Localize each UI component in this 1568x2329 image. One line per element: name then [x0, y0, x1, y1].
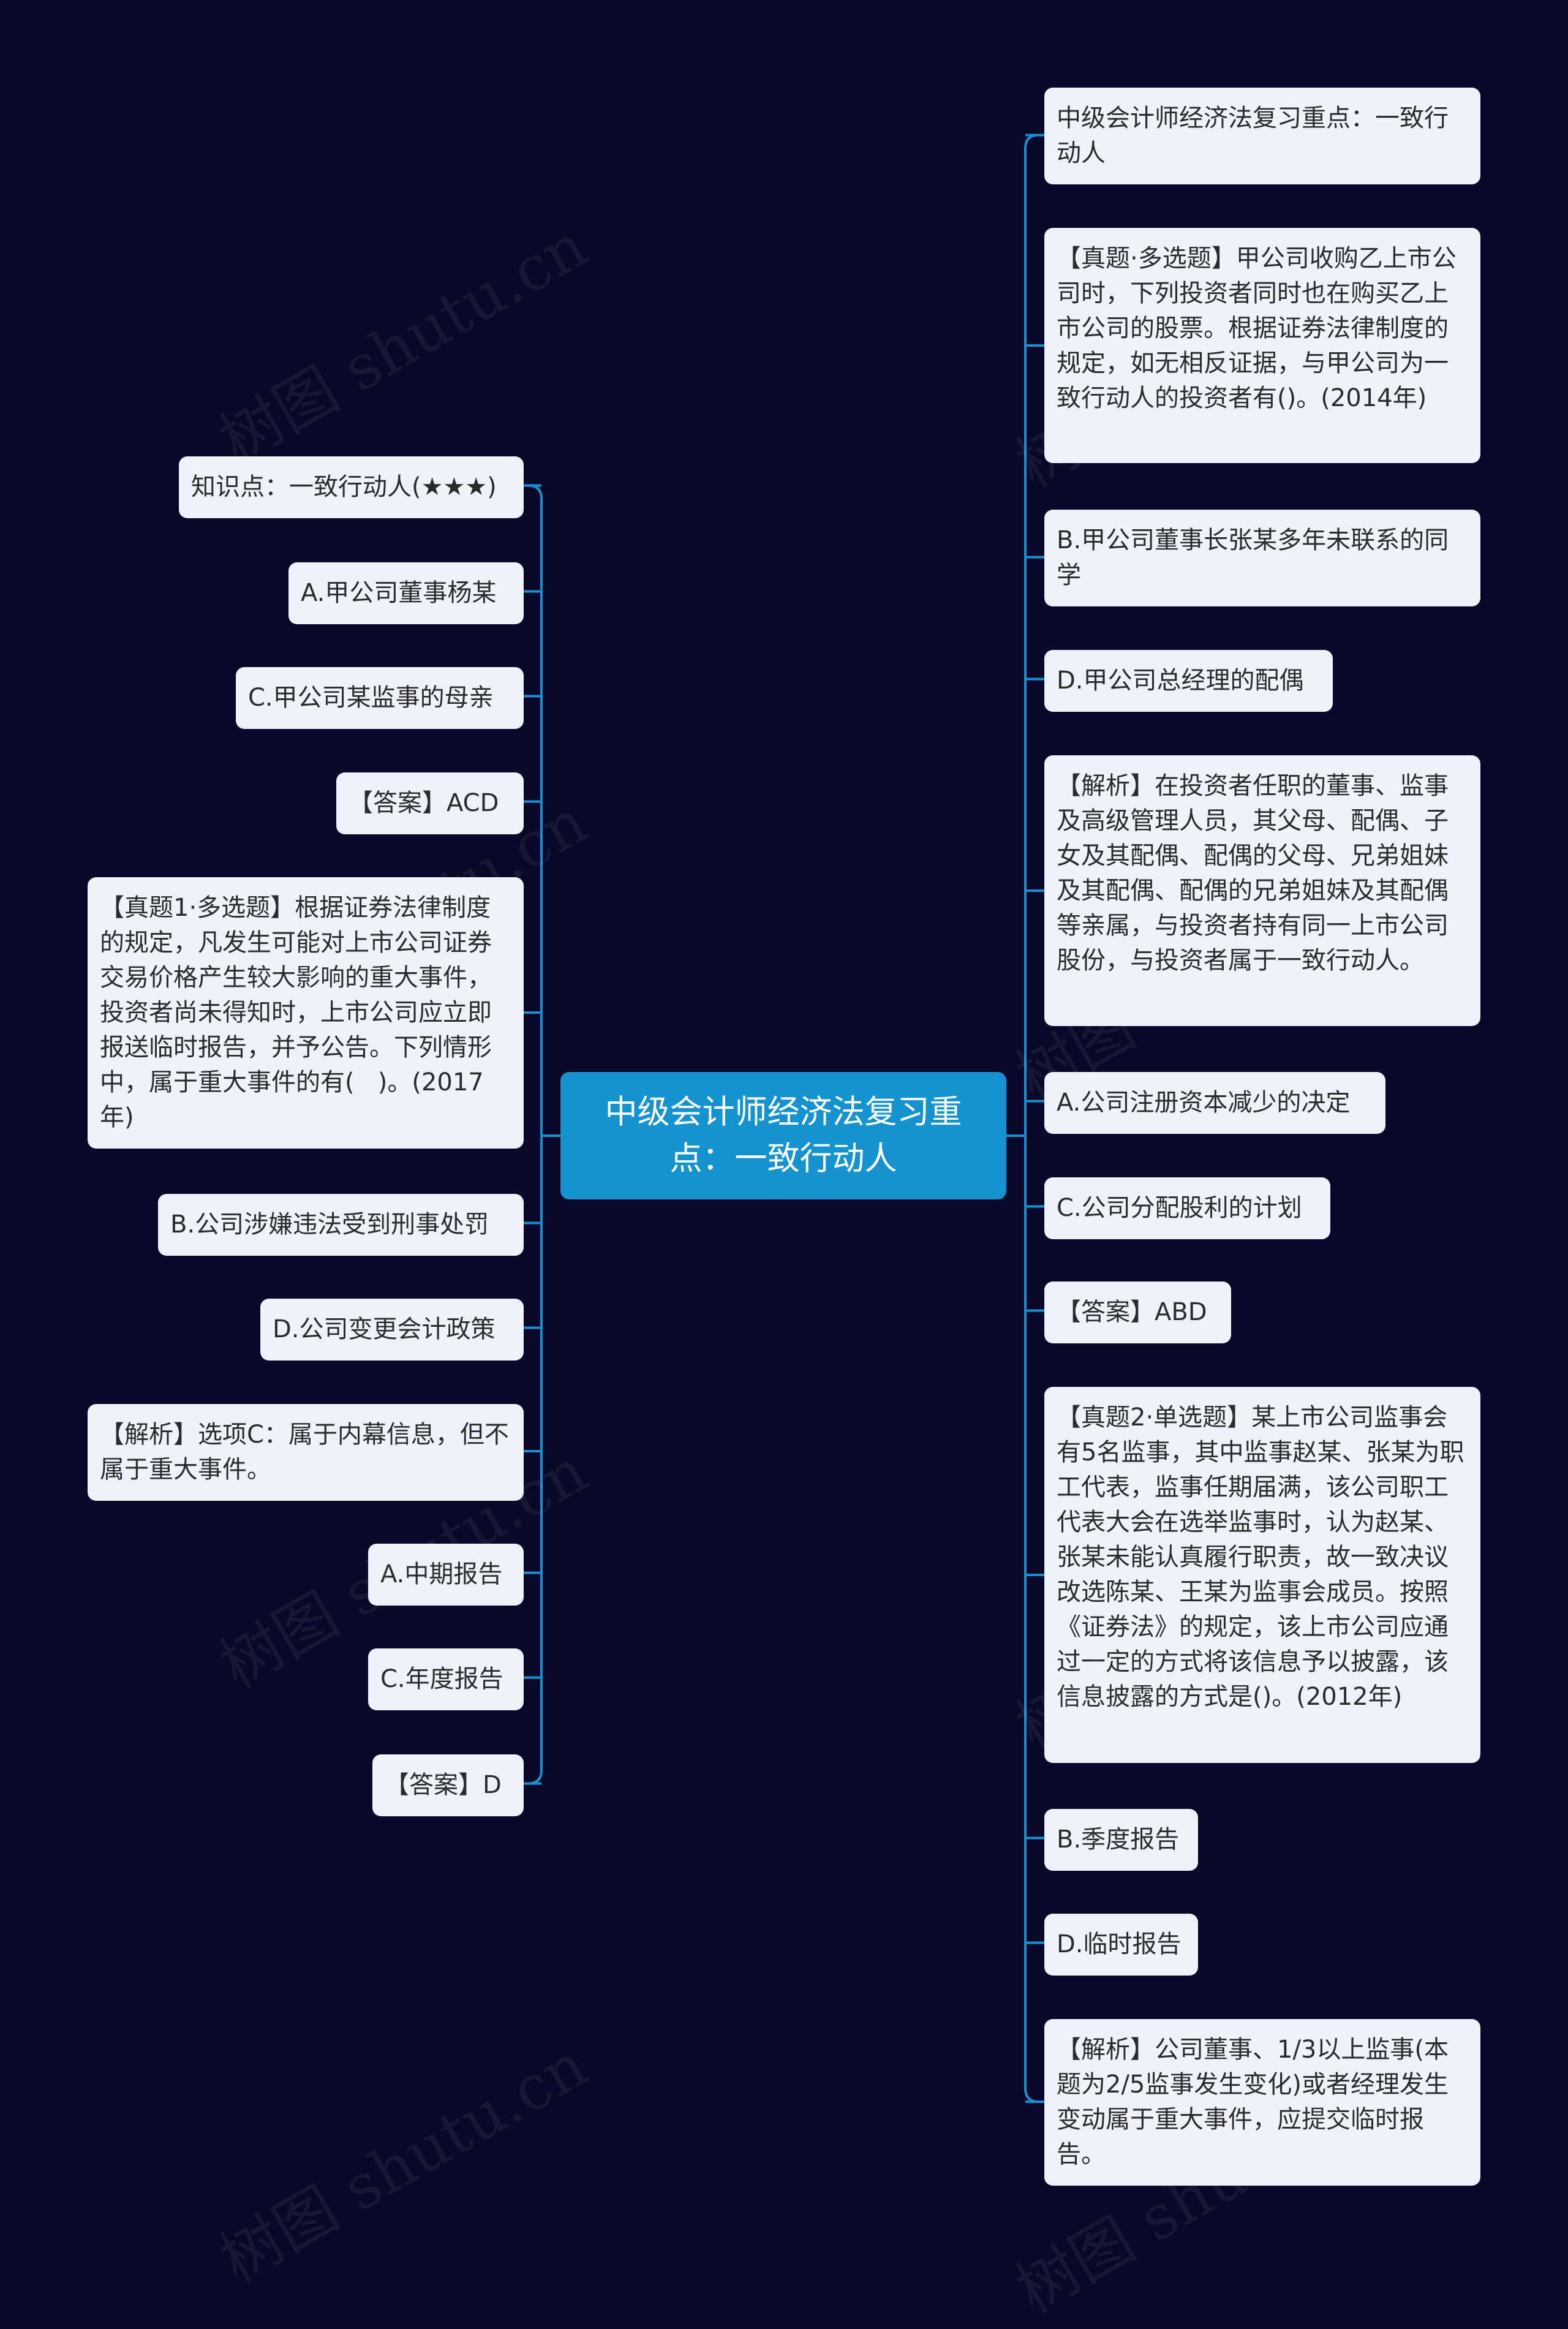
left-node[interactable]: B.公司涉嫌违法受到刑事处罚	[158, 1194, 524, 1256]
right-node[interactable]: 【真题2·单选题】某上市公司监事会有5名监事，其中监事赵某、张某为职工代表，监事…	[1044, 1387, 1480, 1763]
right-node[interactable]: A.公司注册资本减少的决定	[1044, 1072, 1385, 1134]
right-node[interactable]: 【解析】公司董事、1/3以上监事(本题为2/5监事发生变化)或者经理发生变动属于…	[1044, 2019, 1480, 2186]
left-node[interactable]: D.公司变更会计政策	[260, 1299, 524, 1361]
left-node[interactable]: 【答案】ACD	[336, 772, 524, 834]
right-node[interactable]: B.甲公司董事长张某多年未联系的同学	[1044, 510, 1480, 606]
left-node[interactable]: A.中期报告	[368, 1544, 524, 1606]
left-node[interactable]: 【解析】选项C：属于内幕信息，但不属于重大事件。	[88, 1404, 524, 1501]
left-node[interactable]: C.甲公司某监事的母亲	[236, 667, 524, 729]
left-node[interactable]: 【真题1·多选题】根据证券法律制度的规定，凡发生可能对上市公司证券交易价格产生较…	[88, 877, 524, 1149]
right-node[interactable]: B.季度报告	[1044, 1809, 1198, 1871]
right-node[interactable]: 【真题·多选题】甲公司收购乙上市公司时，下列投资者同时也在购买乙上市公司的股票。…	[1044, 228, 1480, 463]
right-node[interactable]: D.甲公司总经理的配偶	[1044, 650, 1333, 712]
left-node[interactable]: 知识点：一致行动人(★★★)	[179, 456, 524, 518]
right-node[interactable]: 中级会计师经济法复习重点：一致行动人	[1044, 88, 1480, 184]
left-node[interactable]: C.年度报告	[368, 1648, 524, 1710]
center-topic[interactable]: 中级会计师经济法复习重点：一致行动人	[560, 1072, 1006, 1199]
connector-line	[1024, 134, 1039, 2103]
right-node[interactable]: 【解析】在投资者任职的董事、监事及高级管理人员，其父母、配偶、子女及其配偶、配偶…	[1044, 755, 1480, 1026]
left-node[interactable]: A.甲公司董事杨某	[288, 562, 524, 624]
right-node[interactable]: D.临时报告	[1044, 1914, 1198, 1976]
connector-lines	[524, 134, 1044, 2103]
right-node[interactable]: C.公司分配股利的计划	[1044, 1177, 1330, 1239]
connector-line	[527, 484, 543, 1785]
mindmap-canvas: 中级会计师经济法复习重点：一致行动人 知识点：一致行动人(★★★) A.甲公司董事…	[88, 88, 1480, 2327]
left-node[interactable]: 【答案】D	[372, 1754, 524, 1816]
right-node[interactable]: 【答案】ABD	[1044, 1282, 1231, 1343]
